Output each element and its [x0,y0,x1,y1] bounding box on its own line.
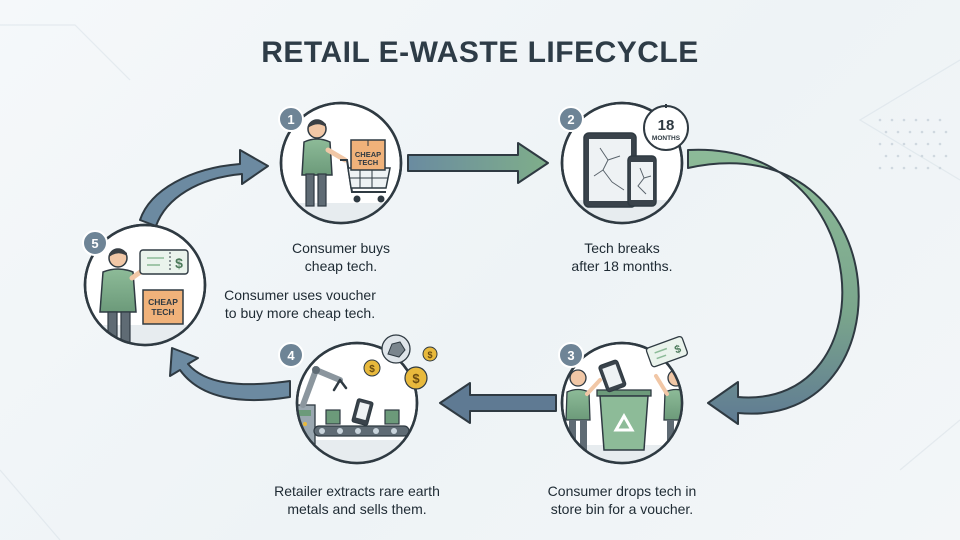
phone-on-belt-icon [351,398,374,426]
step3-caption-line2: store bin for a voucher. [550,501,694,517]
step4-caption-line1: Retailer extracts rare earth [274,483,440,499]
recycle-symbol-icon [613,412,635,432]
coin-symbol-1: $ [427,350,432,360]
step2-caption-line2: after 18 months. [571,258,673,274]
background-decoration [0,24,960,540]
voucher-icon: $ [139,249,189,275]
step1-caption: Consumer buys cheap tech. [251,239,431,275]
step3-number: 3 [567,348,574,363]
clock-badge: 18 MONTHS [643,104,689,151]
arrow-step2-to-step3 [687,148,860,425]
page-title: RETAIL E-WASTE LIFECYCLE [261,36,699,69]
arrow-step5-to-step1 [139,149,269,227]
currency-symbol: $ [175,255,183,271]
step1-badge: 1 [278,106,304,132]
box-label-line1: CHEAP [355,150,381,159]
dropped-phone-icon [598,359,627,393]
step5-caption-line2: to buy more cheap tech. [224,305,376,321]
broken-devices-icon [583,132,657,208]
cheap-tech-box: CHEAP TECH [142,289,184,325]
coin-symbol-2: $ [369,364,375,375]
step3-caption-line1: Consumer drops tech in [547,483,697,499]
step2-illustration: 18 MONTHS 2 [558,101,689,225]
coin-icon: $ $ $ [363,346,438,390]
arrow-step3-to-step4 [439,382,557,424]
shopping-cart-icon [340,159,391,203]
rare-earth-ore-icon [381,334,411,364]
step4-number: 4 [287,348,295,363]
step4-illustration: $ $ $ 4 [278,334,438,465]
currency-symbol: $ [673,343,683,356]
step1-caption-line1: Consumer buys [291,240,391,256]
box-label-line2: TECH [358,158,378,167]
clock-unit: MONTHS [652,135,681,142]
clock-value: 18 [658,117,675,134]
recycle-bin-icon [596,389,652,451]
arrow-step1-to-step2 [407,142,549,184]
cheap-tech-box: CHEAP TECH [350,139,386,171]
step5-caption-line1: Consumer uses voucher [224,287,376,303]
step1-caption-line2: cheap tech. [304,258,378,274]
step5-number: 5 [91,236,98,251]
dot-pattern [878,118,948,170]
conveyor-belt [313,425,410,437]
step2-caption-line1: Tech breaks [584,240,660,256]
step2-number: 2 [567,112,574,127]
coin-symbol-3: $ [412,371,420,386]
box-label-line1: CHEAP [148,297,178,307]
voucher-icon: $ [645,335,689,368]
chip-icon [325,409,400,425]
step1-illustration: CHEAP TECH 1 [278,101,403,225]
shopper-person [301,119,348,207]
step4-badge: 4 [278,342,304,368]
box-label-line2: TECH [151,307,174,317]
step2-caption: Tech breaks after 18 months. [532,239,712,275]
robot-arm-icon [300,366,348,408]
step2-badge: 2 [558,106,584,132]
step4-caption-line2: metals and sells them. [287,501,427,517]
step5-caption: Consumer uses voucher to buy more cheap … [210,286,390,322]
step3-caption: Consumer drops tech in store bin for a v… [522,482,722,518]
step5-illustration: CHEAP TECH $ 5 [82,223,207,347]
step4-caption: Retailer extracts rare earth metals and … [247,482,467,518]
step5-badge: 5 [82,230,108,256]
step3-illustration: $ 3 [558,335,689,465]
step1-number: 1 [287,112,294,127]
step3-badge: 3 [558,342,584,368]
shopper-person [99,248,149,345]
arrow-step4-to-step5 [169,347,291,402]
